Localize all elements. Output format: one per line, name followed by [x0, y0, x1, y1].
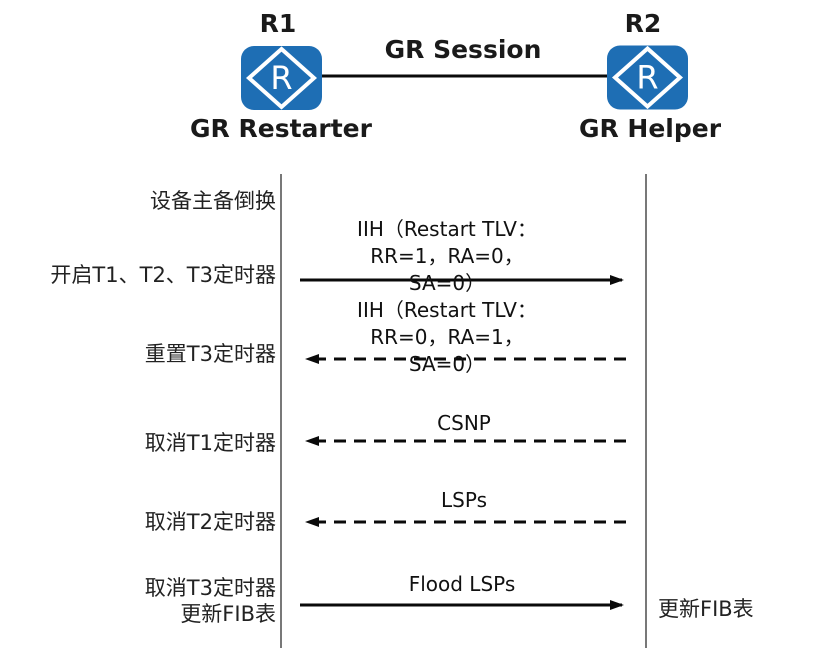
message-line: RR=0，RA=1， — [370, 325, 524, 349]
event-helper-update-fib: 更新FIB表 — [658, 597, 754, 621]
message-line: IIH（Restart TLV： — [357, 217, 537, 241]
message-line: IIH（Restart TLV： — [357, 298, 537, 322]
node-r2-role: GR Helper — [578, 114, 722, 143]
node-r1-role: GR Restarter — [190, 114, 372, 143]
event-cancel-t2: 取消T2定时器 — [144, 510, 276, 534]
node-r1-name: R1 — [259, 9, 297, 38]
gr-session-label: GR Session — [384, 35, 542, 64]
message-line: SA=0） — [408, 352, 486, 376]
message-flood-lsps: Flood LSPs — [409, 571, 516, 598]
router-letter-r1: R — [270, 59, 292, 97]
router-icon-r1: R — [241, 46, 322, 110]
event-cancel-t1: 取消T1定时器 — [144, 431, 276, 455]
message-line: CSNP — [437, 411, 491, 435]
event-update-fib-line: 更新FIB表 — [180, 602, 276, 626]
event-cancel-t3-line: 取消T3定时器 — [144, 576, 276, 600]
message-line: RR=1，RA=0， — [370, 244, 524, 268]
event-switchover: 设备主备倒换 — [150, 189, 276, 213]
message-line: SA=0） — [408, 271, 486, 295]
message-csnp: CSNP — [437, 410, 491, 437]
router-letter-r2: R — [636, 59, 658, 97]
node-r2-name: R2 — [624, 9, 662, 38]
message-line: Flood LSPs — [408, 572, 516, 596]
message-lsps: LSPs — [441, 487, 487, 514]
event-cancel-t3-update-fib: 取消T3定时器 更新FIB表 — [0, 575, 276, 627]
message-iih-ack: IIH（Restart TLV： RR=0，RA=1， SA=0） — [357, 297, 537, 378]
message-line: LSPs — [441, 488, 487, 512]
router-icon-r2: R — [607, 45, 688, 110]
event-reset-t3: 重置T3定时器 — [144, 342, 276, 366]
message-iih-restart: IIH（Restart TLV： RR=1，RA=0， SA=0） — [357, 216, 537, 297]
event-start-timers: 开启T1、T2、T3定时器 — [50, 263, 276, 287]
